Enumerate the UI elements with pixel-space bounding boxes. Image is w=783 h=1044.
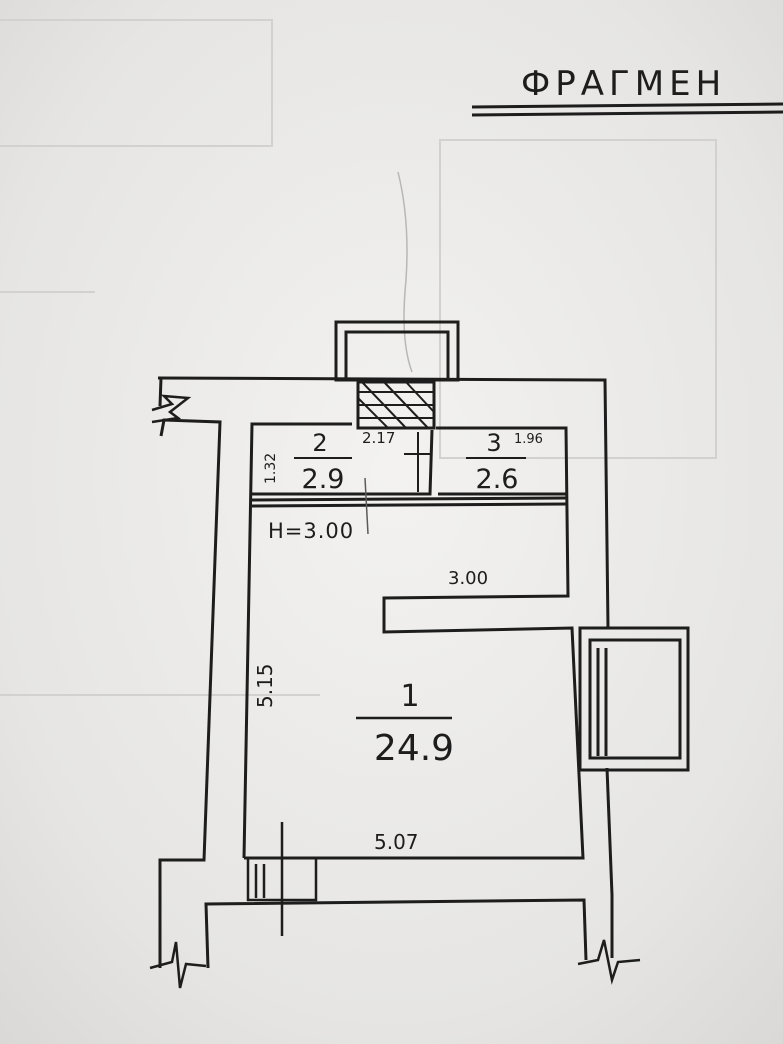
break-symbols <box>149 394 641 989</box>
vent-shaft <box>356 380 436 430</box>
break-symbol-bottom-left <box>149 941 207 989</box>
inner-wall-room1 <box>244 426 585 860</box>
outer-wall-left-outer <box>158 418 222 968</box>
break-symbol-top-left <box>151 394 192 424</box>
dim-room1-width: 5.07 <box>374 830 419 854</box>
room-2-area: 2.9 <box>302 464 345 495</box>
room-1-label: 1 24.9 <box>356 679 454 769</box>
ceiling-height: H=3.00 <box>268 519 354 543</box>
pencil-mark <box>397 171 413 373</box>
dim-room2-depth: 1.32 <box>263 453 279 484</box>
room-2-number: 2 <box>312 429 327 457</box>
outer-wall-right-lower <box>605 767 614 958</box>
dimension-labels: 2.17 1.96 1.32 H=3.00 3.00 5.15 5.07 <box>253 429 543 854</box>
room2-marks <box>364 432 432 535</box>
room-3-number: 3 <box>486 429 501 457</box>
break-symbol-bottom-right <box>577 939 641 985</box>
balcony-top <box>334 320 460 382</box>
show-through-marks <box>0 19 717 696</box>
room-3-label: 3 2.6 <box>466 429 526 495</box>
room2-wall <box>252 429 434 496</box>
inner-wall-bottom <box>204 898 588 969</box>
room-3-area: 2.6 <box>476 464 519 495</box>
outer-wall-top <box>157 376 610 629</box>
title-block: ФРАГМЕН <box>471 64 783 117</box>
inner-wall-left <box>242 422 352 859</box>
outer-wall-left-top <box>158 377 163 407</box>
balcony-right <box>578 626 690 772</box>
walls <box>157 376 614 969</box>
room-1-area: 24.9 <box>374 728 454 769</box>
room-2-label: 2 2.9 <box>294 429 352 495</box>
dim-room3-width: 1.96 <box>514 432 543 447</box>
dim-partition: 3.00 <box>448 568 488 589</box>
partition-bath-line2 <box>251 496 567 502</box>
partition-bath-line1 <box>251 502 567 508</box>
room-1-number: 1 <box>400 679 419 714</box>
title-text: ФРАГМЕН <box>521 64 726 104</box>
dim-room2-width: 2.17 <box>362 429 395 447</box>
dim-room1-length: 5.15 <box>253 663 277 708</box>
entrance-door <box>246 822 318 936</box>
